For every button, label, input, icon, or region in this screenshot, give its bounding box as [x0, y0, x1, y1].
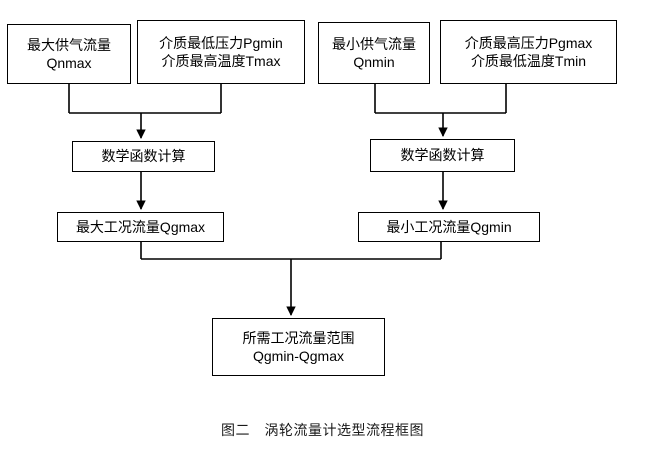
- node-max-pressure-min-temp-line1: 介质最高压力Pgmax: [464, 34, 593, 51]
- node-min-pressure-max-temp: 介质最低压力Pgmin 介质最高温度Tmax: [137, 20, 305, 84]
- node-min-working-flow-label: 最小工况流量Qgmin: [386, 218, 512, 235]
- node-required-flow-range-line1: 所需工况流量范围: [242, 329, 355, 346]
- figure-caption: 图二 涡轮流量计选型流程框图: [221, 422, 424, 438]
- node-max-supply-flow-line1: 最大供气流量: [27, 36, 111, 53]
- node-math-function-calc-left-label: 数学函数计算: [101, 148, 186, 165]
- node-min-supply-flow: 最小供气流量 Qnmin: [318, 22, 430, 84]
- node-math-function-calc-right: 数学函数计算: [370, 139, 515, 172]
- node-math-function-calc-right-label: 数学函数计算: [400, 147, 485, 164]
- node-max-supply-flow-line2: Qnmax: [46, 55, 92, 71]
- node-min-pressure-max-temp-line2: 介质最高温度Tmax: [161, 53, 281, 69]
- node-max-pressure-min-temp: 介质最高压力Pgmax 介质最低温度Tmin: [440, 20, 617, 84]
- node-required-flow-range: 所需工况流量范围 Qgmin-Qgmax: [212, 318, 385, 376]
- node-max-pressure-min-temp-line2: 介质最低温度Tmin: [470, 53, 587, 69]
- node-min-pressure-max-temp-line1: 介质最低压力Pgmin: [159, 34, 283, 51]
- node-max-working-flow-label: 最大工况流量Qgmax: [75, 218, 206, 235]
- node-required-flow-range-line2: Qgmin-Qgmax: [252, 348, 345, 364]
- node-math-function-calc-left: 数学函数计算: [72, 141, 215, 172]
- node-min-supply-flow-line1: 最小供气流量: [332, 35, 416, 52]
- node-max-working-flow: 最大工况流量Qgmax: [57, 212, 224, 242]
- node-max-supply-flow: 最大供气流量 Qnmax: [7, 24, 131, 84]
- node-min-working-flow: 最小工况流量Qgmin: [358, 212, 540, 242]
- node-min-supply-flow-line2: Qnmin: [353, 54, 395, 70]
